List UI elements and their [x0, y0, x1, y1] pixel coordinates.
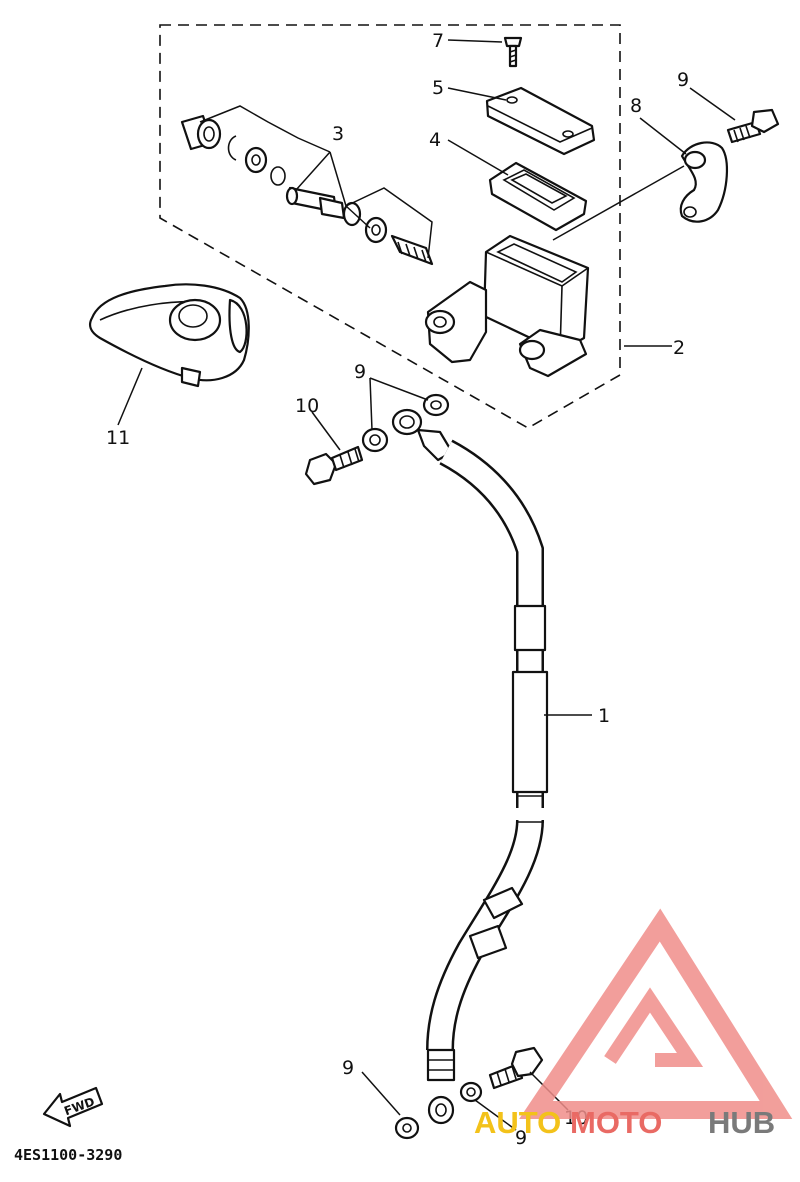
piston-kit: [180, 114, 434, 266]
svg-text:MOTO: MOTO: [570, 1105, 662, 1140]
callout-3: 3: [332, 123, 344, 145]
callout-9-left: 9: [342, 1057, 354, 1079]
callout-9-upper: 9: [354, 361, 366, 383]
callout-10-upper: 10: [295, 395, 319, 417]
watermark-logo: [519, 908, 793, 1119]
cap-screw: [503, 36, 523, 68]
fwd-label: FWD: [62, 1094, 96, 1118]
brake-hose: [426, 439, 552, 1125]
callout-11: 11: [106, 427, 130, 449]
callout-4: 4: [429, 129, 441, 151]
callout-8: 9: [677, 69, 689, 91]
callout-1: 1: [598, 705, 610, 727]
part-code: 4ES1100-3290: [14, 1146, 122, 1164]
callout-2: 2: [673, 337, 685, 359]
callout-6: 7: [432, 30, 444, 52]
fwd-arrow: FWD: [42, 1086, 104, 1128]
svg-text:HUB: HUB: [708, 1105, 775, 1140]
reservoir-cap: [485, 86, 596, 156]
watermark-text: AUTO MOTO HUB: [474, 1105, 775, 1140]
svg-text:AUTO: AUTO: [474, 1105, 561, 1140]
callout-5: 5: [432, 77, 444, 99]
callout-7: 8: [630, 95, 642, 117]
assembly-boundary: [159, 24, 621, 429]
lower-banjo-parts: [394, 1046, 544, 1140]
master-cylinder-body: [424, 234, 590, 378]
lever-cover: [89, 283, 250, 388]
diaphragm: [488, 161, 588, 232]
callout-9-right: 9: [515, 1127, 527, 1149]
clamp-holder: [679, 141, 729, 223]
clamp-bolt: [726, 108, 780, 144]
upper-banjo-fitting: [304, 393, 454, 486]
